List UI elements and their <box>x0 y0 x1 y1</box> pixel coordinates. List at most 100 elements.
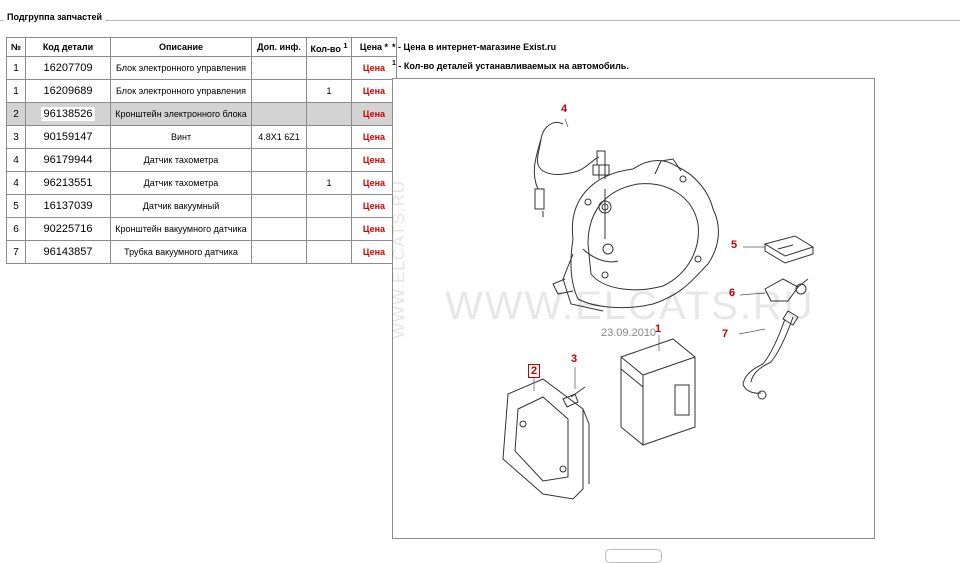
callout-6[interactable]: 6 <box>729 287 736 299</box>
part-code: 96138526 <box>25 102 111 126</box>
price-link[interactable]: Цена <box>351 102 397 126</box>
leader-lines <box>533 118 766 391</box>
part-extra-info: 4.8X1 6Z1 <box>251 125 307 149</box>
part-description: Блок электронного управления <box>110 79 252 103</box>
part-code-text: 16137039 <box>43 200 93 212</box>
part-quantity <box>306 194 352 218</box>
diagram-drawing <box>502 118 815 500</box>
part-extra-info <box>251 148 307 172</box>
callout-4[interactable]: 4 <box>561 103 568 115</box>
price-link[interactable]: Цена <box>351 56 397 80</box>
table-header-row: № Код детали Описание Доп. инф. Кол-во 1… <box>6 37 397 57</box>
quantity-note: 1 - Кол-во деталей устанавливаемых на ав… <box>392 60 629 78</box>
row-number: 6 <box>6 217 26 241</box>
part-code: 90159147 <box>25 125 111 149</box>
control-unit-drawing <box>620 338 696 446</box>
part-code-text: 16207709 <box>43 62 93 74</box>
col-quantity-footnote: 1 <box>343 40 348 50</box>
col-description: Описание <box>110 37 252 57</box>
header-divider <box>0 20 960 21</box>
part-quantity: 1 <box>306 79 352 103</box>
screw-drawing <box>562 386 586 408</box>
part-description: Кронштейн вакуумного датчика <box>110 217 252 241</box>
price-note-text: - Цена в интернет-магазине Exist.ru <box>395 42 557 52</box>
subgroup-title: Подгруппа запчастей <box>4 12 106 22</box>
part-code: 16207709 <box>25 56 111 80</box>
part-code-text: 96138526 <box>40 107 96 121</box>
part-code: 96143857 <box>25 240 111 264</box>
price-link[interactable]: Цена <box>351 171 397 195</box>
price-link[interactable]: Цена <box>351 125 397 149</box>
part-quantity <box>306 125 352 149</box>
price-link[interactable]: Цена <box>351 79 397 103</box>
footnotes: * - Цена в интернет-магазине Exist.ru 1 … <box>392 42 629 78</box>
col-quantity-label: Кол-во <box>310 43 341 54</box>
row-number: 1 <box>6 56 26 80</box>
callout-5[interactable]: 5 <box>731 239 738 251</box>
col-number: № <box>6 37 26 57</box>
part-quantity <box>306 56 352 80</box>
parts-diagram: WWW.ELCATS.RU 23.09.2010 WWW.ELCATS.RU 4… <box>389 78 875 539</box>
part-code-text: 96213551 <box>43 177 93 189</box>
watermark-date: 23.09.2010 <box>601 327 657 339</box>
part-description: Кронштейн электронного блока <box>110 102 252 126</box>
part-quantity <box>306 148 352 172</box>
part-description: Винт <box>110 125 252 149</box>
bottom-tab-button[interactable] <box>605 549 662 563</box>
part-description: Датчик вакуумный <box>110 194 252 218</box>
part-description: Блок электронного управления <box>110 56 252 80</box>
row-number: 1 <box>6 79 26 103</box>
part-extra-info <box>251 56 307 80</box>
watermark-horizontal: WWW.ELCATS.RU <box>445 284 815 328</box>
watermark-vertical: WWW.ELCATS.RU <box>389 179 408 339</box>
col-price: Цена * <box>351 37 397 57</box>
part-description: Трубка вакуумного датчика <box>110 240 252 264</box>
transmission-housing-drawing <box>552 158 719 312</box>
parts-subgroup-header: Подгруппа запчастей <box>0 12 960 28</box>
row-number: 7 <box>6 240 26 264</box>
quantity-note-mark: 1 <box>392 60 396 67</box>
price-note: * - Цена в интернет-магазине Exist.ru <box>392 42 629 60</box>
part-extra-info <box>251 194 307 218</box>
callout-2[interactable]: 2 <box>528 364 541 378</box>
part-description: Датчик тахометра <box>110 171 252 195</box>
callout-3[interactable]: 3 <box>571 353 578 365</box>
callout-1[interactable]: 1 <box>655 323 662 335</box>
bracket-drawing <box>502 378 590 500</box>
part-code: 96179944 <box>25 148 111 172</box>
part-code-text: 96179944 <box>43 154 93 166</box>
part-code-text: 16209689 <box>43 85 93 97</box>
part-quantity <box>306 240 352 264</box>
part-extra-info <box>251 171 307 195</box>
callout-7[interactable]: 7 <box>722 328 729 340</box>
price-link[interactable]: Цена <box>351 240 397 264</box>
part-code-text: 90225716 <box>43 223 93 235</box>
part-extra-info <box>251 240 307 264</box>
price-link[interactable]: Цена <box>351 148 397 172</box>
col-part-code: Код детали <box>25 37 111 57</box>
table-row[interactable]: 1 16207709 Блок электронного управления Цен… <box>6 56 397 80</box>
part-code: 16137039 <box>25 194 111 218</box>
part-extra-info <box>251 217 307 241</box>
part-code-text: 90159147 <box>43 131 93 143</box>
part-quantity <box>306 102 352 126</box>
part-code: 16209689 <box>25 79 111 103</box>
part-description: Датчик тахометра <box>110 148 252 172</box>
row-number: 3 <box>6 125 26 149</box>
quantity-note-text: - Кол-во деталей устанавливаемых на авто… <box>395 61 629 71</box>
vacuum-sensor-drawing <box>763 235 815 264</box>
part-quantity <box>306 217 352 241</box>
parts-table: № Код детали Описание Доп. инф. Кол-во 1… <box>6 37 397 264</box>
part-extra-info <box>251 102 307 126</box>
price-note-mark: * <box>392 42 396 52</box>
col-quantity: Кол-во 1 <box>306 37 352 57</box>
part-code: 96213551 <box>25 171 111 195</box>
